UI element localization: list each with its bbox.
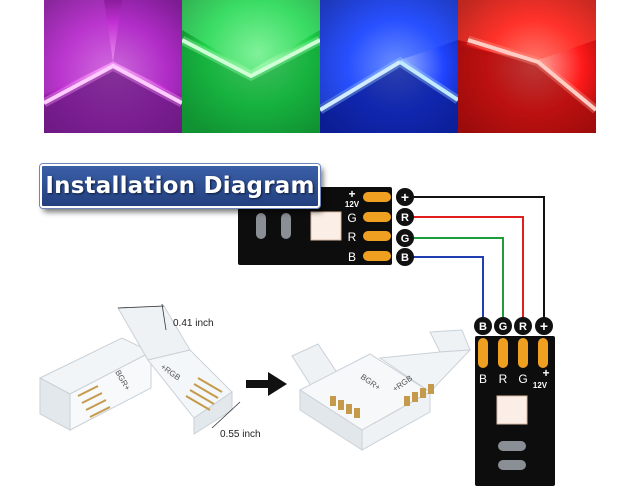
led-photo-red (458, 0, 596, 133)
connector-pins-right (185, 377, 223, 411)
led-photo-strip (44, 0, 596, 133)
wire-red (404, 216, 524, 322)
wire-positive (404, 196, 545, 322)
right-label-plus: + (542, 366, 549, 380)
top-label-b: B (348, 250, 356, 264)
right-terminal-g: G (499, 321, 508, 333)
blue-led-strip-photo (320, 0, 458, 133)
top-label-g: G (347, 211, 356, 225)
diagram-title: Installation Diagram (45, 173, 315, 199)
right-terminals: B G R + (474, 317, 553, 335)
top-terminal-plus: + (401, 189, 409, 205)
closed-connector-contacts (330, 384, 434, 418)
dimensions: 0.41 inch 0.55 inch (117, 303, 261, 440)
dimension-width-label: 0.41 inch (173, 318, 214, 329)
top-label-r: R (348, 230, 357, 244)
l-connector-closed: BGR+ +RGB (291, 329, 472, 451)
wire-blue (404, 256, 484, 322)
led-photo-green (182, 0, 320, 133)
top-label-voltage: 12V (345, 200, 360, 209)
wire-green (404, 237, 504, 322)
red-led-strip-photo (458, 0, 596, 133)
right-terminal-r: R (519, 321, 527, 333)
led-photo-blue (320, 0, 458, 133)
right-label-r: R (499, 372, 508, 386)
top-terminals: + R G B (396, 188, 414, 266)
right-label-voltage: 12V (533, 381, 548, 390)
top-terminal-g: G (401, 233, 410, 245)
wires (404, 196, 545, 322)
top-terminal-r: R (401, 212, 409, 224)
right-terminal-plus: + (540, 318, 548, 334)
dimension-length-label: 0.55 inch (220, 429, 261, 440)
purple-led-strip-photo (44, 0, 182, 133)
led-photo-purple (44, 0, 182, 133)
top-terminal-b: B (401, 252, 409, 264)
title-banner: Installation Diagram (40, 164, 320, 208)
connector-pins-left (77, 385, 111, 418)
right-label-g: G (518, 372, 527, 386)
right-pcb-board: B R G + 12V (475, 336, 555, 486)
top-label-plus: + (348, 187, 355, 201)
right-terminal-b: B (479, 321, 487, 333)
arrow-right-icon (246, 372, 287, 396)
right-label-b: B (479, 372, 487, 386)
green-led-strip-photo (182, 0, 320, 133)
